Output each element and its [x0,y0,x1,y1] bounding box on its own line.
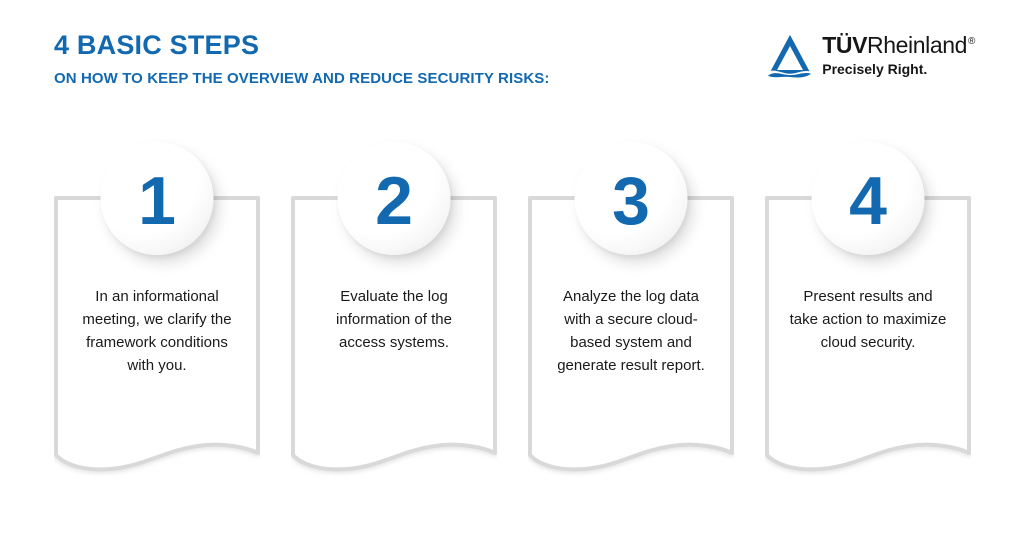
card-frame-wavy-bottom [765,196,971,472]
step-description: Present results and take action to maxim… [765,285,971,354]
step-number-circle: 1 [100,142,214,255]
step-card-1: 1 In an informational meeting, we clarif… [54,142,260,478]
page-title: 4 BASIC STEPS [54,30,260,60]
registered-trademark-symbol: ® [968,36,975,48]
step-number: 4 [849,162,887,239]
header: 4 BASIC STEPS ON HOW TO KEEP THE OVERVIE… [54,30,549,87]
step-description-line: Analyze the log data [563,288,699,305]
step-description-line: with a secure cloud- [564,311,698,328]
step-number-circle: 2 [337,142,451,255]
step-description-line: Evaluate the log [340,288,448,305]
page-subtitle: ON HOW TO KEEP THE OVERVIEW AND REDUCE S… [54,70,550,88]
step-description-line: meeting, we clarify the [82,311,232,328]
logo-brand-rheinland: Rheinland [867,32,968,58]
step-description-line: generate result report. [557,357,705,374]
tuv-triangle-icon [766,34,815,80]
step-description-line: access systems. [338,334,450,351]
card-frame-wavy-bottom [528,196,734,472]
logo-text-block: TÜVRheinland® Precisely Right. [822,32,975,77]
step-description-line: information of the [336,311,452,328]
step-description-line: take action to maximize [789,311,947,328]
step-description-line: with you. [127,357,187,374]
step-description-line: cloud security. [820,334,916,351]
step-card-2: 2 Evaluate the log information of the ac… [291,142,497,478]
step-card-4: 4 Present results and take action to max… [765,142,971,478]
tuv-rheinland-logo: TÜVRheinland® Precisely Right. [766,32,975,81]
step-description-line: In an informational [95,288,219,305]
step-description-line: framework conditions [86,334,228,351]
steps-container: 1 In an informational meeting, we clarif… [54,142,971,478]
card-frame-wavy-bottom [291,196,497,472]
step-number: 2 [375,162,413,239]
step-description-line: based system and [570,334,692,351]
step-description: Analyze the log data with a secure cloud… [528,285,734,377]
card-frame-wavy-bottom [54,196,260,472]
step-description: In an informational meeting, we clarify … [54,285,260,377]
step-number-circle: 4 [811,142,925,255]
step-card-3: 3 Analyze the log data with a secure clo… [528,142,734,478]
logo-brand-tuv: TÜV [822,32,868,58]
step-description: Evaluate the log information of the acce… [291,285,497,354]
step-number: 3 [612,162,650,239]
logo-brand-name: TÜVRheinland® [822,32,975,58]
step-description-line: Present results and [803,288,933,305]
logo-tagline: Precisely Right. [822,61,928,78]
step-number-circle: 3 [574,142,688,255]
step-number: 1 [138,162,176,239]
